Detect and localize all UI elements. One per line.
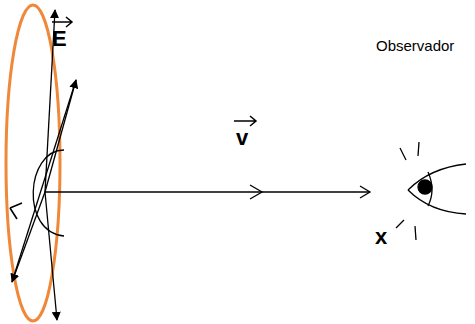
axis-label: x [375, 226, 387, 248]
velocity-label: v [236, 127, 248, 149]
observer-eye [396, 142, 466, 240]
field-vectors [10, 10, 76, 320]
vector-accents [52, 17, 256, 126]
observer-label: Observador [376, 38, 454, 53]
field-label: E [52, 28, 67, 50]
propagation-axis [45, 185, 370, 199]
